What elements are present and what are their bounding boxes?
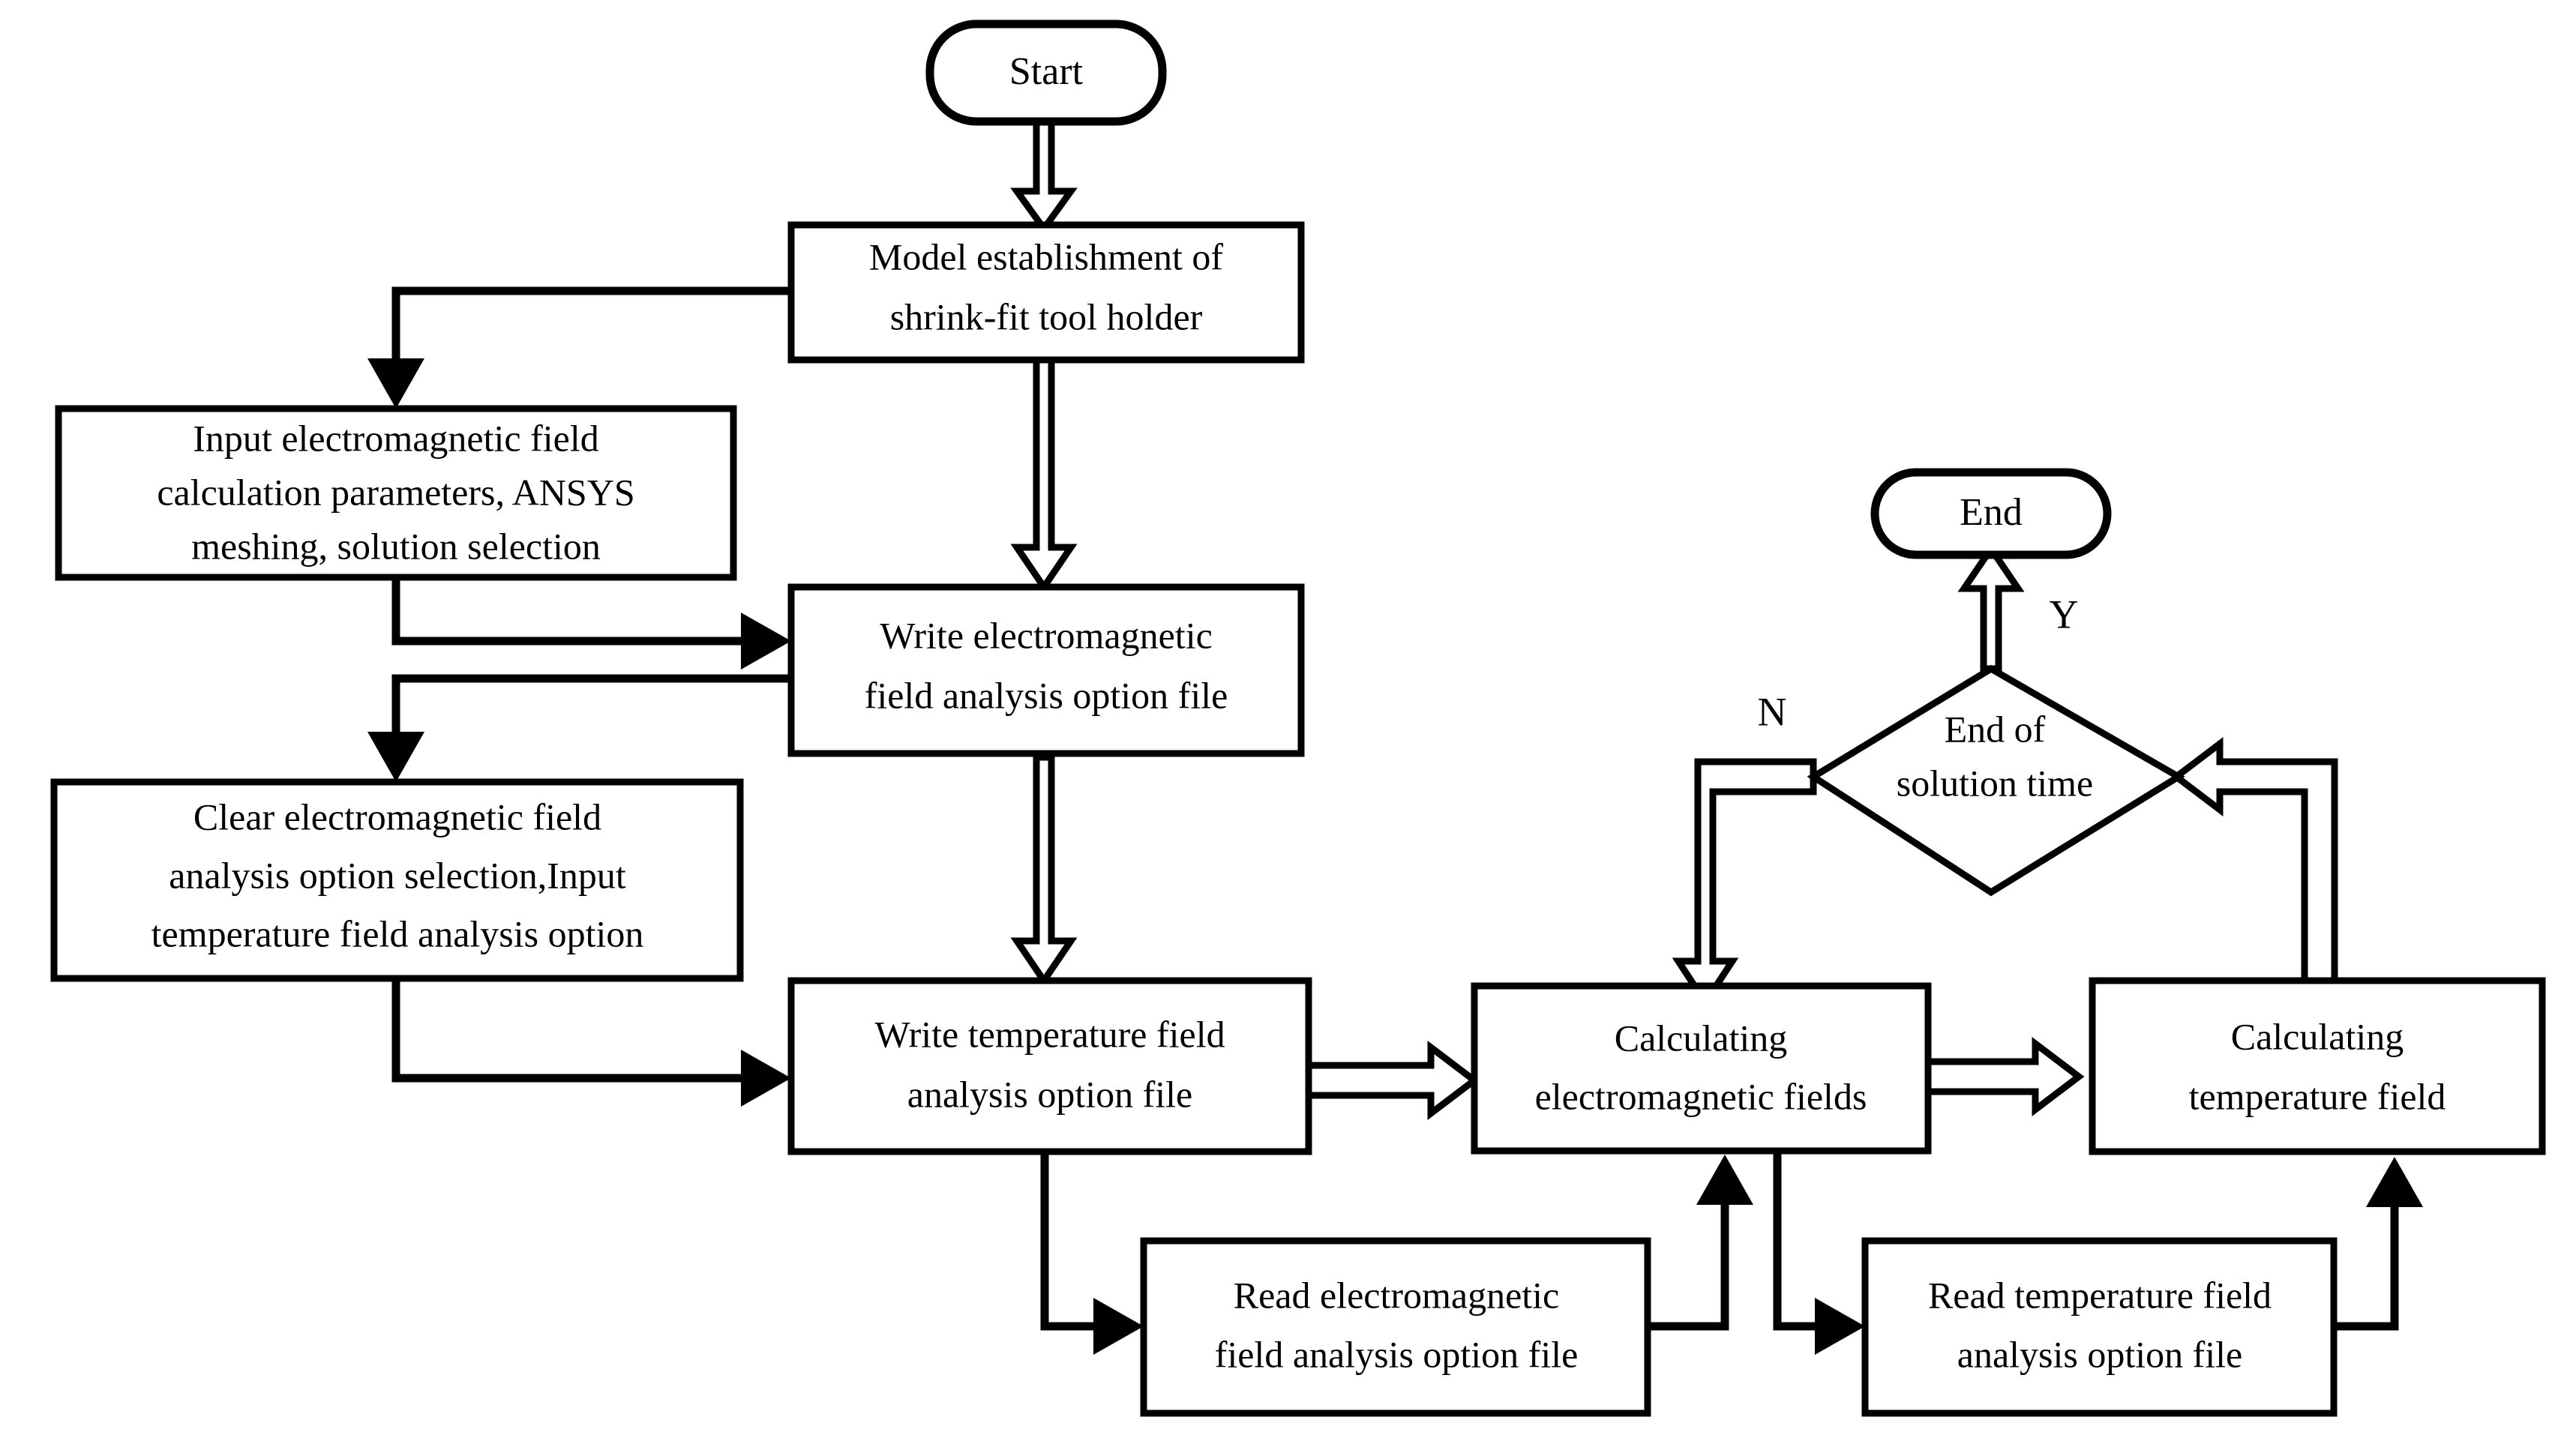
node-clear-line3: temperature field analysis option <box>151 912 644 954</box>
node-model-establishment[interactable]: Model establishment of shrink-fit tool h… <box>787 221 1305 364</box>
node-decision-end-of-solution-time[interactable]: End of solution time <box>1807 664 2185 897</box>
node-write-temp-line1: Write temperature field <box>874 1013 1225 1055</box>
edge-input-to-write-em <box>391 577 791 670</box>
node-read-temp-line1: Read temperature field <box>1928 1274 2272 1316</box>
edge-label-no: N <box>1758 689 1787 734</box>
edge-read-em-to-calc-em <box>1648 1155 1753 1331</box>
edge-start-to-model <box>1010 118 1078 235</box>
node-calc-temp-line1: Calculating <box>2231 1015 2404 1057</box>
edge-model-to-input <box>367 286 791 409</box>
edge-clear-to-write-temp <box>391 978 791 1107</box>
node-start[interactable]: Start <box>925 19 1167 126</box>
node-write-temp-line2: analysis option file <box>907 1073 1193 1115</box>
node-decision-line1: End of <box>1945 708 2046 750</box>
edge-calc-em-to-calc-temp <box>1924 1036 2085 1117</box>
node-read-em-line1: Read electromagnetic <box>1234 1274 1560 1316</box>
node-start-label: Start <box>1009 50 1084 93</box>
node-write-electromagnetic[interactable]: Write electromagnetic field analysis opt… <box>787 583 1305 757</box>
edge-label-yes: Y <box>2050 592 2079 637</box>
node-clear-line1: Clear electromagnetic field <box>193 795 601 837</box>
node-write-temperature[interactable]: Write temperature field analysis option … <box>787 977 1312 1155</box>
node-read-temperature[interactable]: Read temperature field analysis option f… <box>1861 1237 2338 1417</box>
edge-write-em-to-write-temp <box>1010 753 1078 987</box>
edge-decision-no-to-calc-em <box>1672 758 1817 1009</box>
edge-calc-em-to-read-temp <box>1773 1151 1865 1355</box>
node-input-line1: Input electromagnetic field <box>193 417 598 459</box>
node-read-temp-line2: analysis option file <box>1957 1333 2243 1375</box>
edge-decision-yes-to-end <box>1957 542 2025 673</box>
edge-input-to-clear <box>367 674 791 782</box>
node-calc-em-line2: electromagnetic fields <box>1535 1075 1867 1117</box>
node-calculating-temperature[interactable]: Calculating temperature field <box>2089 977 2546 1155</box>
edge-read-temp-to-calc-temp <box>2334 1157 2423 1331</box>
node-end-label: End <box>1960 491 2023 534</box>
node-model-line1: Model establishment of <box>869 235 1223 277</box>
node-read-electromagnetic[interactable]: Read electromagnetic field analysis opti… <box>1140 1237 1651 1417</box>
node-calc-em-line1: Calculating <box>1615 1017 1788 1059</box>
node-clear-electromagnetic[interactable]: Clear electromagnetic field analysis opt… <box>50 778 744 982</box>
node-read-em-line2: field analysis option file <box>1215 1333 1579 1375</box>
edge-model-to-write-em <box>1010 356 1078 594</box>
edge-write-temp-to-calc-em <box>1304 1040 1480 1121</box>
node-write-em-line2: field analysis option file <box>865 674 1228 716</box>
node-input-line3: meshing, solution selection <box>191 525 601 567</box>
node-calculating-electromagnetic[interactable]: Calculating electromagnetic fields <box>1471 982 1932 1155</box>
edge-calc-temp-to-decision <box>2170 736 2338 984</box>
node-write-em-line1: Write electromagnetic <box>880 614 1213 656</box>
node-decision-line2: solution time <box>1897 762 2094 804</box>
node-end[interactable]: End <box>1870 468 2112 559</box>
edge-write-temp-to-read-em <box>1040 1152 1144 1355</box>
node-input-electromagnetic[interactable]: Input electromagnetic field calculation … <box>55 405 737 581</box>
node-input-line2: calculation parameters, ANSYS <box>157 471 634 513</box>
node-calc-temp-line2: temperature field <box>2189 1075 2446 1117</box>
node-model-line2: shrink-fit tool holder <box>890 295 1203 337</box>
node-clear-line2: analysis option selection,Input <box>169 854 626 896</box>
